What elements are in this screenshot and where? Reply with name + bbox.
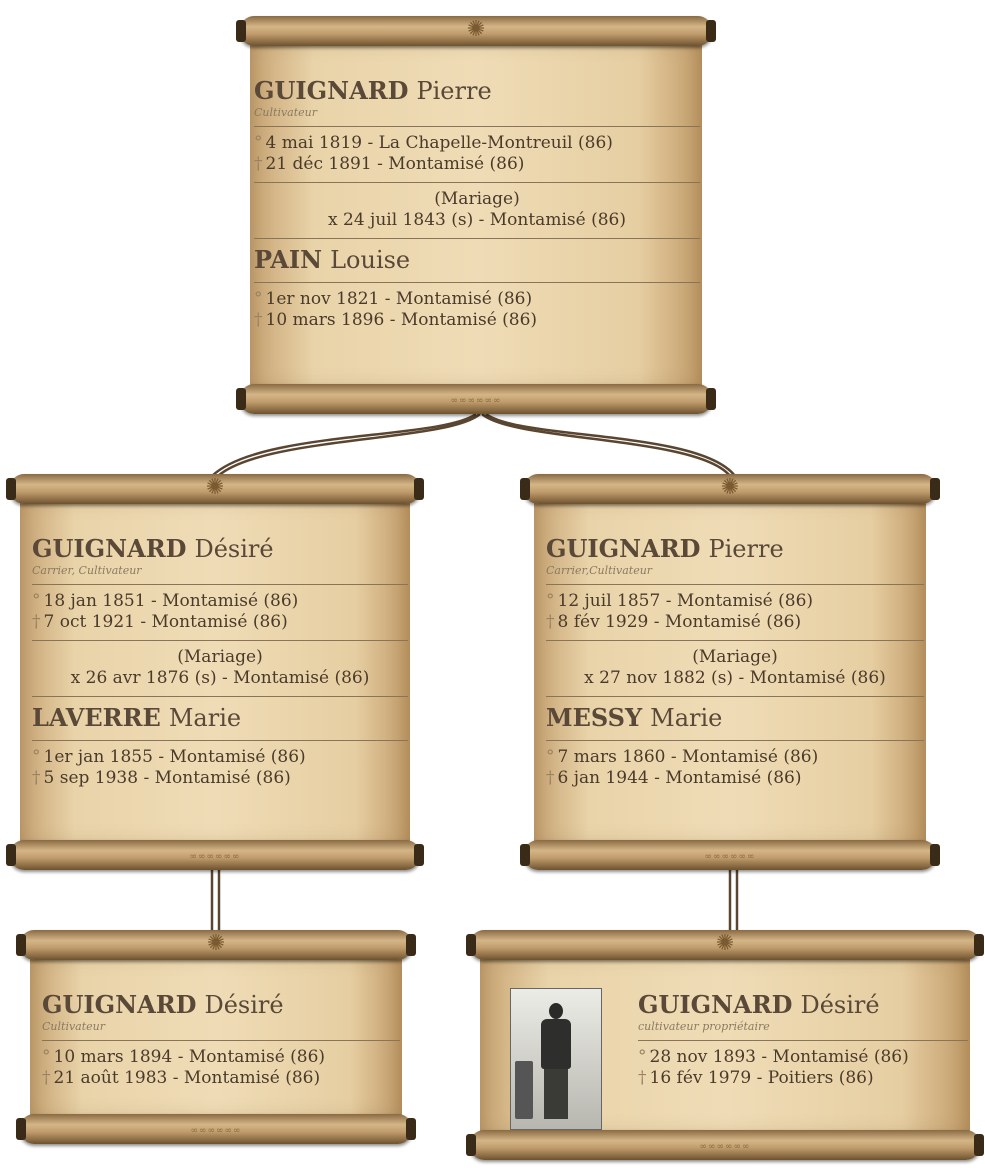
death-icon: † <box>42 1068 51 1088</box>
wife-death: †5 sep 1938 - Montamisé (86) <box>32 768 408 789</box>
birth-icon: ° <box>254 133 263 153</box>
marriage-label: (Mariage) <box>32 647 408 668</box>
person-birth: °10 mars 1894 - Montamisé (86) <box>42 1047 400 1068</box>
bottom-ornament-icon: ∞∞∞∞∞∞ <box>190 852 241 862</box>
birth-icon: ° <box>32 747 41 767</box>
wife-birth: °7 mars 1860 - Montamisé (86) <box>546 747 924 768</box>
divider <box>638 1040 968 1041</box>
birth-icon: ° <box>42 1047 51 1067</box>
birth-icon: ° <box>32 591 41 611</box>
ornament-icon: ✺ <box>207 932 225 956</box>
person-occupation: cultivateur propriétaire <box>638 1020 968 1033</box>
husband-death: †21 déc 1891 - Montamisé (86) <box>254 154 700 175</box>
birth-icon: ° <box>254 289 263 309</box>
death-icon: † <box>546 612 555 632</box>
husband-death: †8 fév 1929 - Montamisé (86) <box>546 612 924 633</box>
divider <box>546 584 924 585</box>
death-icon: † <box>32 768 41 788</box>
birth-icon: ° <box>638 1047 647 1067</box>
husband-birth: °12 juil 1857 - Montamisé (86) <box>546 591 924 612</box>
divider <box>32 696 408 697</box>
divider <box>546 696 924 697</box>
marriage-label: (Mariage) <box>546 647 924 668</box>
bottom-ornament-icon: ∞∞∞∞∞∞ <box>451 396 502 406</box>
death-icon: † <box>546 768 555 788</box>
divider <box>546 740 924 741</box>
divider <box>254 282 700 283</box>
birth-icon: ° <box>546 591 555 611</box>
ornament-icon: ✺ <box>206 476 224 500</box>
ornament-icon: ✺ <box>716 932 734 956</box>
wife-birth: °1er jan 1855 - Montamisé (86) <box>32 747 408 768</box>
divider <box>546 640 924 641</box>
husband-birth: °18 jan 1851 - Montamisé (86) <box>32 591 408 612</box>
divider <box>254 182 700 183</box>
wife-death: †10 mars 1896 - Montamisé (86) <box>254 310 700 331</box>
death-icon: † <box>254 310 263 330</box>
death-icon: † <box>638 1068 647 1088</box>
divider <box>32 740 408 741</box>
marriage-details: x 26 avr 1876 (s) - Montamisé (86) <box>32 668 408 689</box>
person-occupation: Cultivateur <box>42 1020 400 1033</box>
person-death: †16 fév 1979 - Poitiers (86) <box>638 1068 968 1089</box>
bottom-ornament-icon: ∞∞∞∞∞∞ <box>700 1142 751 1152</box>
husband-occupation: Cultivateur <box>254 106 700 119</box>
ornament-icon: ✺ <box>467 18 485 42</box>
birth-icon: ° <box>546 747 555 767</box>
marriage-details: x 27 nov 1882 (s) - Montamisé (86) <box>546 668 924 689</box>
divider <box>32 584 408 585</box>
portrait-photo <box>510 988 602 1130</box>
person-death: †21 août 1983 - Montamisé (86) <box>42 1068 400 1089</box>
husband-occupation: Carrier,Cultivateur <box>546 564 924 577</box>
divider <box>254 126 700 127</box>
death-icon: † <box>254 154 263 174</box>
divider <box>254 238 700 239</box>
bottom-ornament-icon: ∞∞∞∞∞∞ <box>191 1126 242 1136</box>
wife-death: †6 jan 1944 - Montamisé (86) <box>546 768 924 789</box>
marriage-label: (Mariage) <box>254 189 700 210</box>
husband-birth: °4 mai 1819 - La Chapelle-Montreuil (86) <box>254 133 700 154</box>
husband-death: †7 oct 1921 - Montamisé (86) <box>32 612 408 633</box>
divider <box>42 1040 400 1041</box>
wife-birth: °1er nov 1821 - Montamisé (86) <box>254 289 700 310</box>
ornament-icon: ✺ <box>721 476 739 500</box>
divider <box>32 640 408 641</box>
bottom-ornament-icon: ∞∞∞∞∞∞ <box>705 852 756 862</box>
marriage-details: x 24 juil 1843 (s) - Montamisé (86) <box>254 210 700 231</box>
husband-occupation: Carrier, Cultivateur <box>32 564 408 577</box>
person-birth: °28 nov 1893 - Montamisé (86) <box>638 1047 968 1068</box>
death-icon: † <box>32 612 41 632</box>
